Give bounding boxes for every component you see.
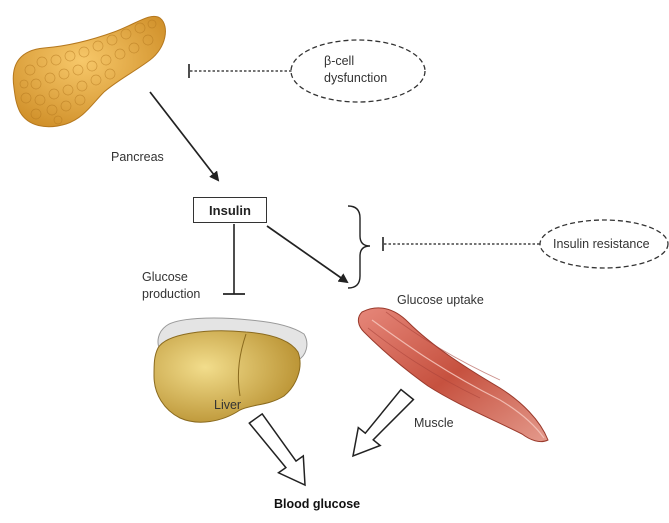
insulin-label: Insulin (209, 203, 251, 218)
pancreas-label: Pancreas (111, 150, 164, 165)
blood-glucose-label: Blood glucose (274, 497, 360, 512)
muscle-label: Muscle (414, 416, 454, 431)
glucose-production-label-line1: Glucose (142, 270, 188, 285)
curly-brace (348, 206, 370, 288)
liver-to-blood-arrow (249, 414, 305, 485)
muscle-to-blood-arrow (353, 390, 413, 457)
insulin-to-muscle-arrow (267, 226, 347, 282)
dysfunction-label: dysfunction (324, 71, 387, 86)
beta-cell-label: β-cell (324, 54, 354, 69)
glucose-uptake-label: Glucose uptake (397, 293, 484, 308)
glucose-production-label-line2: production (142, 287, 200, 302)
liver-label: Liver (214, 398, 241, 413)
pancreas-to-insulin-arrow (150, 92, 218, 180)
insulin-resistance-label: Insulin resistance (553, 237, 650, 252)
insulin-box: Insulin (193, 197, 267, 223)
pancreas-organ (13, 16, 165, 126)
